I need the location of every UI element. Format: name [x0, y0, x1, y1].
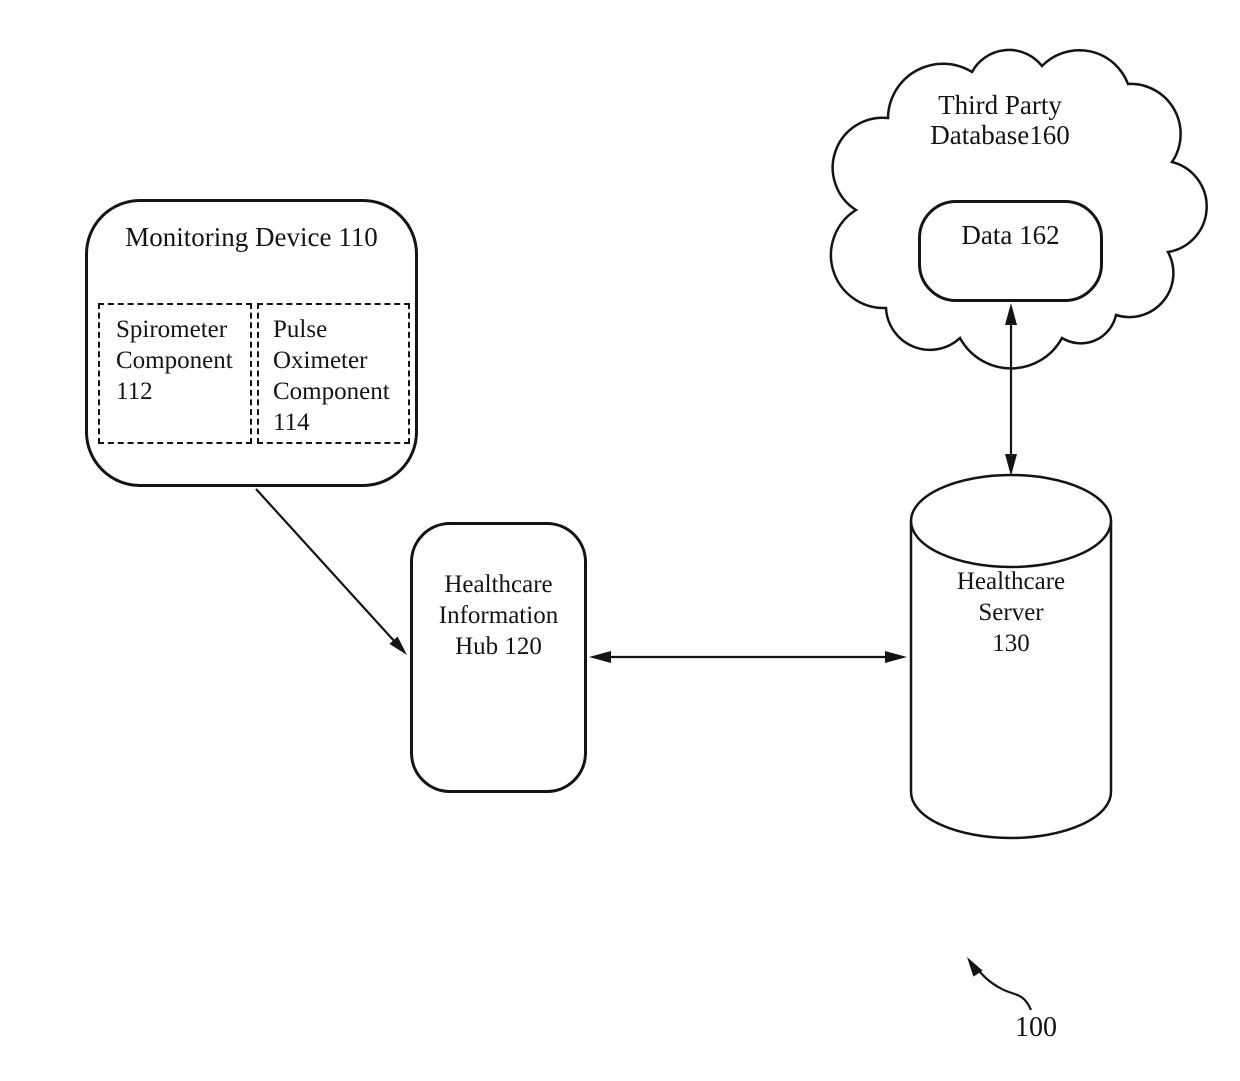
- arrowhead-left: [589, 651, 611, 663]
- pulse-oximeter-component-box: Pulse Oximeter Component 114: [257, 303, 410, 444]
- arrow-hub-server: [589, 651, 907, 663]
- figure-reference-number: 100: [1015, 1012, 1057, 1043]
- label-line: Database160: [930, 120, 1070, 150]
- arrowhead: [967, 957, 983, 977]
- spirometer-component-box: Spirometer Component 112: [98, 303, 252, 444]
- arrowhead-down: [1005, 454, 1017, 476]
- server-cylinder: [909, 473, 1113, 840]
- arrow-device-to-hub: [255, 488, 407, 655]
- arrowhead: [389, 636, 407, 655]
- label-line: Third Party: [938, 90, 1062, 120]
- healthcare-information-hub-box: Healthcare Information Hub 120: [410, 522, 587, 793]
- hub-label: Healthcare Information Hub 120: [413, 569, 584, 662]
- label-line: Pulse: [273, 316, 328, 343]
- cylinder-body: [909, 521, 1113, 840]
- arrow-line: [973, 964, 1033, 1011]
- arrow-line: [255, 488, 397, 644]
- data-box-label: Data 162: [961, 220, 1060, 250]
- label-line: Healthcare: [444, 571, 553, 598]
- label-line: Healthcare: [956, 568, 1066, 595]
- label-line: Hub 120: [455, 633, 542, 660]
- label-line: Information: [438, 602, 559, 629]
- label-line: Spirometer: [116, 316, 228, 343]
- label-line: 130: [992, 630, 1030, 657]
- monitoring-device-title: Monitoring Device 110: [125, 222, 378, 252]
- label-line: Component: [116, 347, 233, 374]
- figure-label-arrow: [967, 957, 1033, 1011]
- label-line: 114: [273, 409, 310, 436]
- third-party-database-label: Third Party Database160: [860, 90, 1140, 150]
- label-line: 112: [116, 378, 153, 405]
- arrowhead-right: [885, 651, 907, 663]
- data-box: Data 162: [918, 200, 1103, 302]
- healthcare-server-label: Healthcare Server 130: [911, 566, 1111, 659]
- cylinder-top: [909, 473, 1113, 569]
- arrowhead-up: [1005, 303, 1017, 325]
- label-line: Component: [273, 378, 390, 405]
- label-line: Oximeter: [273, 347, 368, 374]
- label-line: Server: [978, 599, 1044, 626]
- arrow-data-server: [1005, 303, 1017, 476]
